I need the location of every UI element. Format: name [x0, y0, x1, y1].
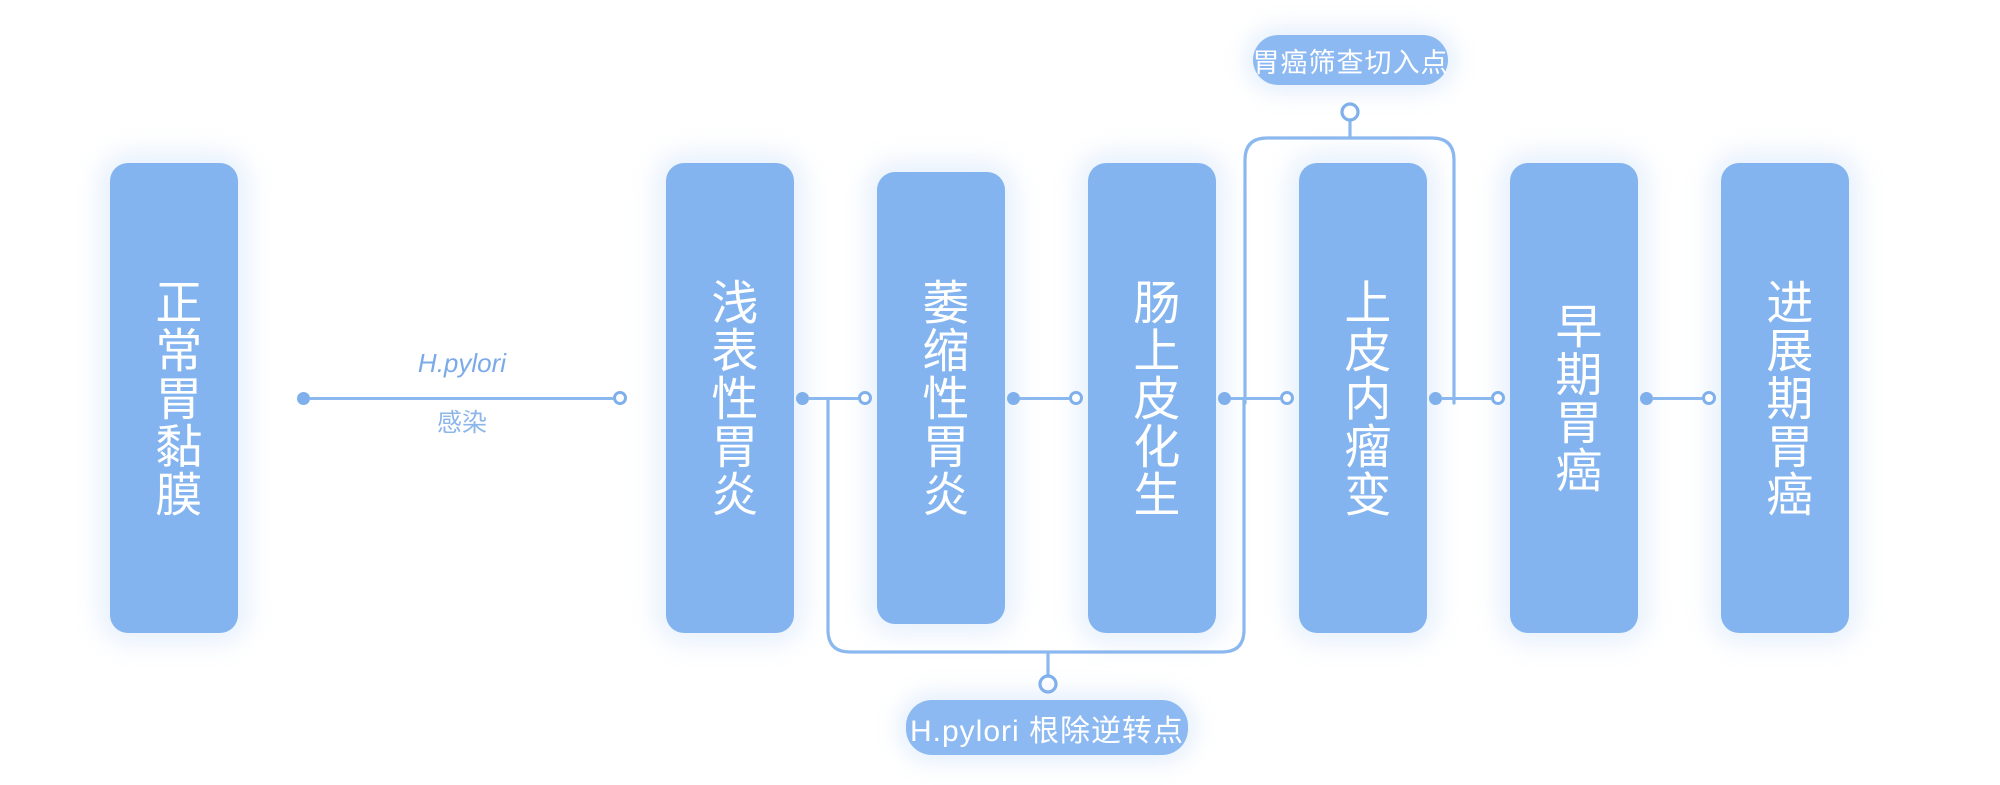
node-normal-mucosa[interactable]: 正常胃黏膜	[110, 163, 238, 633]
node-advanced-gastric-cancer[interactable]: 进展期胃癌	[1721, 163, 1849, 633]
bracket-hpylori-ring	[1038, 674, 1058, 694]
connector-line	[1020, 396, 1069, 400]
connector-line	[1653, 396, 1702, 400]
node-superficial-gastritis[interactable]: 浅表性胃炎	[666, 163, 794, 633]
connector-start-dot	[796, 391, 809, 405]
connector-end-ring	[1491, 391, 1505, 405]
connector-end-ring	[613, 391, 627, 405]
connector-line	[809, 396, 858, 400]
connector-end-ring	[1702, 391, 1716, 405]
connector-start-dot	[1218, 391, 1231, 405]
connector-line	[1231, 396, 1280, 400]
connector-start-dot	[1640, 391, 1653, 405]
connector-caption-hpylori: H.pylori	[417, 348, 507, 378]
node-label: 肠上皮化生	[1126, 278, 1180, 518]
annotation-label: 胃癌筛查切入点	[1252, 47, 1449, 78]
bracket-screening-ring	[1340, 102, 1360, 122]
connector-caption-infection: 感染	[436, 409, 487, 437]
node-label: 萎缩性胃炎	[915, 278, 969, 518]
connector-start-dot	[1007, 391, 1020, 405]
connector-normal-to-superficial	[297, 385, 627, 411]
node-label: 上皮内瘤变	[1337, 278, 1391, 518]
node-label: 早期胃癌	[1548, 302, 1602, 494]
connector-superficial-to-atrophic	[796, 385, 872, 411]
node-label: 浅表性胃炎	[704, 278, 758, 518]
node-intraepithelial-neoplasia[interactable]: 上皮内瘤变	[1299, 163, 1427, 633]
annotation-label: H.pylori 根除逆转点	[909, 714, 1185, 748]
connector-early-to-advanced-cancer	[1640, 385, 1716, 411]
node-label: 进展期胃癌	[1759, 278, 1813, 518]
connector-atrophic-to-metaplasia	[1007, 385, 1083, 411]
connector-end-ring	[1280, 391, 1294, 405]
node-label: 正常胃黏膜	[148, 278, 202, 518]
connector-end-ring	[1069, 391, 1083, 405]
connector-start-dot	[297, 391, 310, 405]
node-intestinal-metaplasia[interactable]: 肠上皮化生	[1088, 163, 1216, 633]
connector-end-ring	[858, 391, 872, 405]
connector-neoplasia-to-early-cancer	[1429, 385, 1505, 411]
annotation-hpylori-eradication[interactable]: H.pylori 根除逆转点	[906, 700, 1188, 755]
connector-metaplasia-to-neoplasia	[1218, 385, 1294, 411]
connector-line	[1442, 396, 1491, 400]
annotation-screening-entry[interactable]: 胃癌筛查切入点	[1253, 35, 1448, 85]
node-atrophic-gastritis[interactable]: 萎缩性胃炎	[877, 172, 1005, 624]
node-early-gastric-cancer[interactable]: 早期胃癌	[1510, 163, 1638, 633]
connector-line	[310, 396, 613, 400]
connector-start-dot	[1429, 391, 1442, 405]
